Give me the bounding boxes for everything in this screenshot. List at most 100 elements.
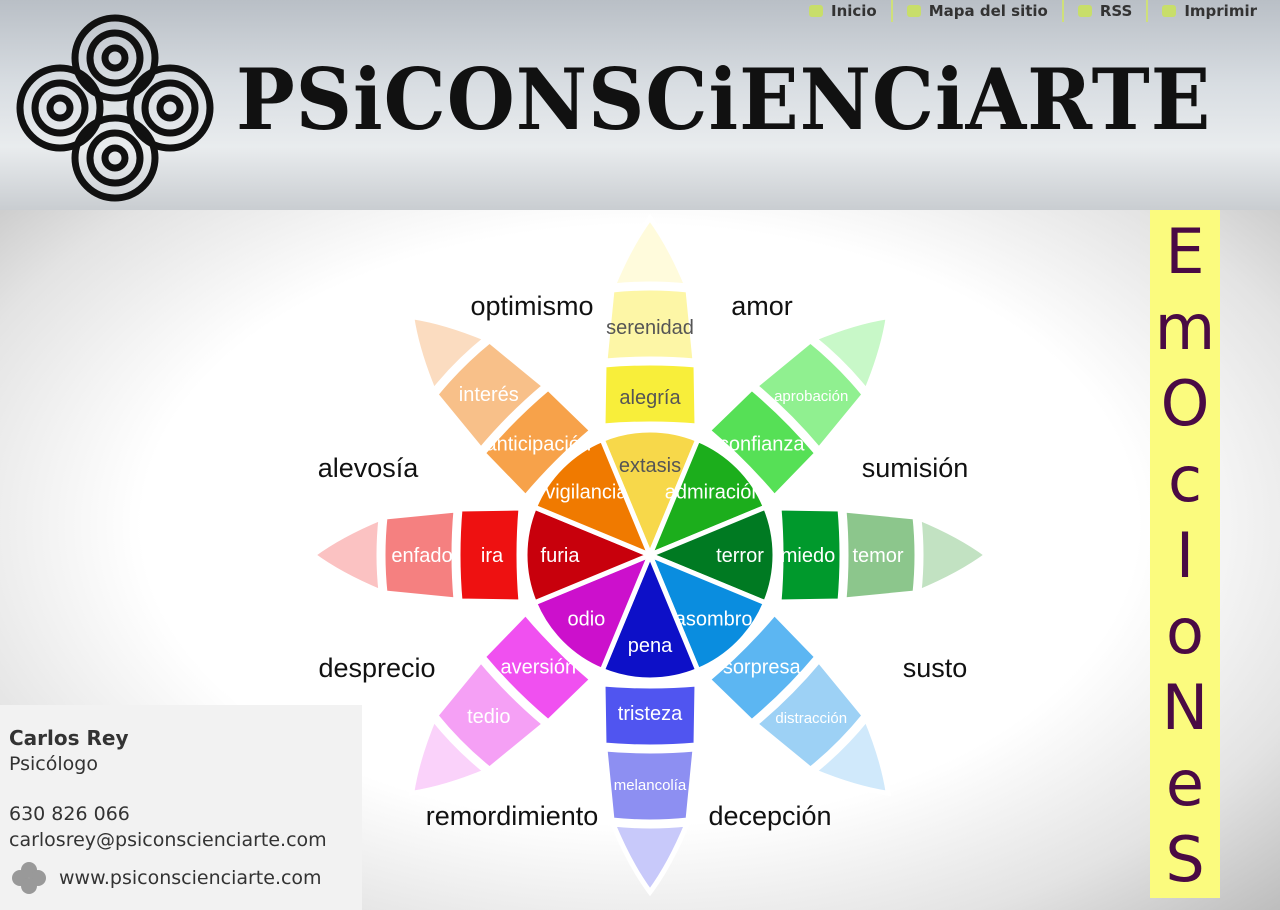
emotion-label: distracción bbox=[775, 710, 847, 727]
nav-inicio[interactable]: Inicio bbox=[795, 0, 893, 22]
petal-fear[interactable] bbox=[643, 503, 992, 607]
petal-band[interactable] bbox=[704, 384, 821, 501]
petal-band[interactable] bbox=[602, 285, 698, 364]
nav-label: Imprimir bbox=[1184, 2, 1257, 20]
petal-band[interactable] bbox=[616, 521, 772, 677]
petal-band[interactable] bbox=[751, 334, 870, 454]
petal-disgust[interactable] bbox=[378, 521, 684, 827]
petal-tip[interactable] bbox=[809, 291, 914, 396]
emotion-label: terror bbox=[716, 545, 764, 567]
emotion-label: asombro bbox=[675, 609, 753, 631]
dyad-label: amor bbox=[731, 291, 793, 321]
emotion-label: odio bbox=[567, 609, 605, 631]
sitemap-icon bbox=[906, 5, 921, 17]
petal-anticipation[interactable] bbox=[378, 283, 684, 589]
nav-rss[interactable]: RSS bbox=[1064, 0, 1149, 22]
emotion-label: admiración bbox=[665, 481, 763, 503]
petal-band[interactable] bbox=[841, 507, 920, 603]
petal-band[interactable] bbox=[704, 609, 821, 726]
emotion-label: tedio bbox=[467, 706, 510, 728]
banner-letter: S bbox=[1165, 823, 1205, 896]
contact-role: Psicólogo bbox=[9, 753, 98, 775]
emotion-label: temor bbox=[852, 545, 903, 567]
emotion-label: confianza bbox=[719, 433, 805, 455]
nav-label: Inicio bbox=[831, 2, 877, 20]
petal-band[interactable] bbox=[429, 656, 549, 775]
petal-tip[interactable] bbox=[809, 714, 914, 819]
petal-band[interactable] bbox=[776, 505, 845, 605]
petal-band[interactable] bbox=[455, 505, 524, 605]
petal-band[interactable] bbox=[479, 384, 596, 501]
petal-tip[interactable] bbox=[609, 821, 691, 897]
petal-band[interactable] bbox=[751, 656, 870, 775]
petal-band[interactable] bbox=[479, 609, 596, 726]
logo-small-icon bbox=[12, 862, 46, 894]
emotion-label: alegría bbox=[619, 387, 681, 409]
nav-label: RSS bbox=[1099, 2, 1133, 20]
contact-email[interactable]: carlosrey@psiconscienciarte.com bbox=[9, 829, 327, 851]
petal-band[interactable] bbox=[598, 427, 702, 562]
petal-band[interactable] bbox=[616, 433, 772, 589]
dyad-label: susto bbox=[903, 653, 968, 683]
emotion-label: melancolía bbox=[614, 777, 687, 794]
petal-tip[interactable] bbox=[386, 291, 491, 396]
petal-tip[interactable] bbox=[916, 514, 992, 596]
banner-letter: E bbox=[1165, 215, 1205, 288]
top-nav: Inicio Mapa del sitio RSS Imprimir bbox=[795, 0, 1271, 22]
dyad-label: remordimiento bbox=[426, 801, 599, 831]
emotion-label: extasis bbox=[619, 455, 681, 477]
plutchik-wheel: extasis alegría serenidad admiración confian… bbox=[308, 213, 992, 897]
nav-imprimir[interactable]: Imprimir bbox=[1148, 0, 1271, 22]
petal-band[interactable] bbox=[598, 548, 702, 683]
petal-band[interactable] bbox=[602, 746, 698, 825]
banner-letter: o bbox=[1166, 595, 1204, 668]
banner-letter: e bbox=[1165, 747, 1205, 820]
dyad-label: sumisión bbox=[862, 453, 969, 483]
petal-tip[interactable] bbox=[386, 714, 491, 819]
petal-tip[interactable] bbox=[308, 514, 384, 596]
print-icon bbox=[1162, 5, 1177, 17]
banner-letter: O bbox=[1160, 367, 1210, 440]
petal-band[interactable] bbox=[429, 334, 549, 454]
emotion-label: aversión bbox=[500, 657, 576, 679]
emotion-label: ira bbox=[481, 545, 504, 567]
dyad-label: desprecio bbox=[318, 653, 435, 683]
emotion-label: aprobación bbox=[774, 388, 848, 405]
dyad-label: decepción bbox=[708, 801, 831, 831]
petal-band[interactable] bbox=[528, 521, 684, 677]
petal-band[interactable] bbox=[600, 681, 700, 750]
spiral-logo-icon[interactable] bbox=[10, 8, 220, 208]
petal-sadness[interactable] bbox=[598, 548, 702, 897]
nav-mapa-del-sitio[interactable]: Mapa del sitio bbox=[893, 0, 1064, 22]
petal-anger[interactable] bbox=[308, 503, 657, 607]
petal-trust[interactable] bbox=[616, 283, 922, 589]
emotion-label: miedo bbox=[781, 545, 835, 567]
petal-joy[interactable] bbox=[598, 213, 702, 562]
petal-band[interactable] bbox=[528, 433, 684, 589]
banner-letter: N bbox=[1161, 671, 1209, 744]
emotion-label: vigilancia bbox=[545, 481, 628, 503]
petal-band[interactable] bbox=[600, 360, 700, 429]
site-title[interactable]: PSiCONSCiENCiARTE bbox=[236, 50, 1212, 149]
petal-band[interactable] bbox=[380, 507, 459, 603]
emotion-label: furia bbox=[541, 545, 581, 567]
contact-card: Carlos Rey Psicólogo 630 826 066 carlosr… bbox=[0, 705, 362, 910]
emotion-label: sorpresa bbox=[723, 657, 802, 679]
petal-band[interactable] bbox=[522, 503, 657, 607]
dyad-label: alevosía bbox=[318, 453, 420, 483]
petal-band[interactable] bbox=[643, 503, 778, 607]
banner-letter: m bbox=[1154, 291, 1216, 364]
nav-label: Mapa del sitio bbox=[928, 2, 1048, 20]
site-header: Inicio Mapa del sitio RSS Imprimir PSiCO… bbox=[0, 0, 1280, 210]
emotion-label: enfado bbox=[391, 545, 452, 567]
contact-name: Carlos Rey bbox=[9, 726, 129, 750]
emotion-label: interés bbox=[459, 384, 519, 406]
petal-surprise[interactable] bbox=[616, 521, 922, 827]
petal-tip[interactable] bbox=[609, 213, 691, 289]
contact-website[interactable]: www.psiconscienciarte.com bbox=[59, 867, 322, 889]
emotion-label: serenidad bbox=[606, 317, 694, 339]
rss-icon bbox=[1077, 5, 1092, 17]
emotion-label: pena bbox=[628, 635, 673, 657]
emotion-label: anticipación bbox=[485, 433, 591, 455]
